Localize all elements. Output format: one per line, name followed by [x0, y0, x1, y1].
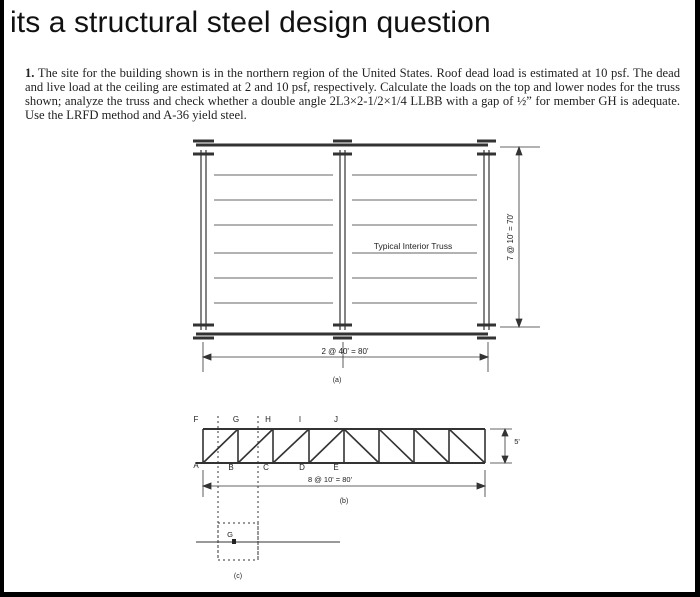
plan-width-dimension: 2 @ 40' = 80'	[322, 347, 369, 356]
node-label-H: H	[265, 415, 271, 424]
page-title: its a structural steel design question	[10, 6, 491, 39]
figure-b-truss-elevation	[196, 416, 512, 560]
figure-c-caption: (c)	[234, 573, 242, 580]
node-label-J: J	[334, 415, 338, 424]
problem-number: 1.	[25, 66, 35, 80]
typical-truss-label: Typical Interior Truss	[374, 241, 452, 251]
problem-text: The site for the building shown is in th…	[25, 66, 681, 122]
document-sheet: its a structural steel design question 1…	[4, 0, 695, 592]
figure-a-plan-view	[193, 139, 540, 372]
node-label-A: A	[193, 461, 199, 470]
plan-height-dimension: 7 @ 10' = 70'	[506, 213, 515, 260]
node-label-F: F	[194, 415, 199, 424]
node-label-G: G	[233, 415, 239, 424]
detail-node-label-G: G	[227, 530, 233, 539]
figure-a-caption: (a)	[333, 377, 342, 384]
node-label-C: C	[263, 463, 269, 472]
truss-span-dimension: 8 @ 10' = 80'	[308, 475, 353, 484]
node-label-D: D	[299, 463, 305, 472]
node-label-B: B	[228, 463, 233, 472]
problem-statement: 1. The site for the building shown is in…	[25, 66, 680, 122]
node-label-I: I	[299, 415, 301, 424]
figure-c-node-detail	[196, 522, 340, 561]
node-label-E: E	[333, 463, 338, 472]
figure-b-caption: (b)	[340, 498, 349, 505]
truss-depth-dimension: 5'	[514, 437, 520, 446]
